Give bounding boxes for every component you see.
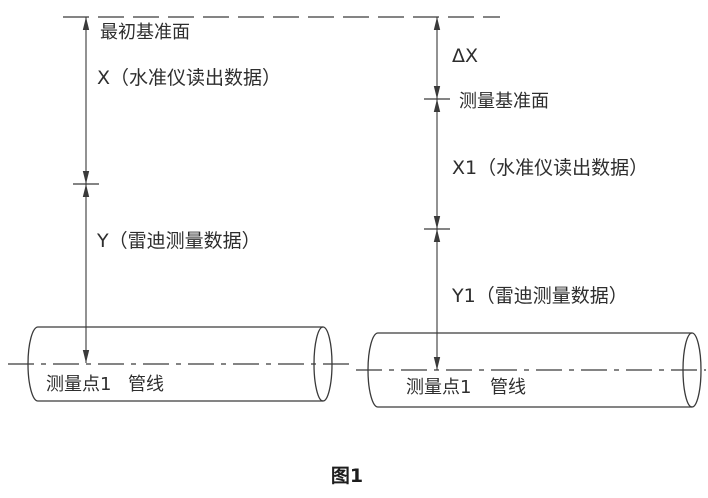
right-arrow-y1-top-up-icon: [433, 229, 441, 242]
right-pipe: [356, 332, 706, 408]
label-x-reading: X（水准仪读出数据）: [97, 67, 281, 89]
left-arrow-x-bottom-down-icon: [82, 171, 90, 184]
left-arrow-y-top-up-icon: [82, 184, 90, 197]
label-x1-reading: X1（水准仪读出数据）: [452, 157, 648, 179]
right-arrow-x1-top-up-icon: [433, 99, 441, 112]
right-arrow-bottom-down-icon: [433, 357, 441, 370]
right-dimension-line: [424, 17, 450, 370]
left-dimension-line: [73, 17, 99, 363]
left-arrow-bottom-down-icon: [82, 350, 90, 363]
label-measure-datum: 测量基准面: [459, 91, 549, 112]
right-arrow-top-up-icon: [433, 17, 441, 30]
right-arrow-x1-bottom-down-icon: [433, 216, 441, 229]
label-left-measure-point: 测量点1: [46, 374, 111, 395]
label-left-pipeline: 管线: [128, 374, 164, 395]
label-right-measure-point: 测量点1: [406, 377, 471, 398]
label-y-reading: Y（雷迪测量数据）: [96, 230, 261, 252]
label-initial-datum: 最初基准面: [100, 22, 190, 43]
left-arrow-top-up-icon: [82, 17, 90, 30]
figure-caption: 图1: [331, 465, 363, 487]
label-delta-x: ΔX: [452, 45, 478, 67]
right-arrow-delta-bottom-down-icon: [433, 86, 441, 99]
label-right-pipeline: 管线: [490, 377, 526, 398]
label-y1-reading: Y1（雷迪测量数据）: [451, 285, 628, 307]
